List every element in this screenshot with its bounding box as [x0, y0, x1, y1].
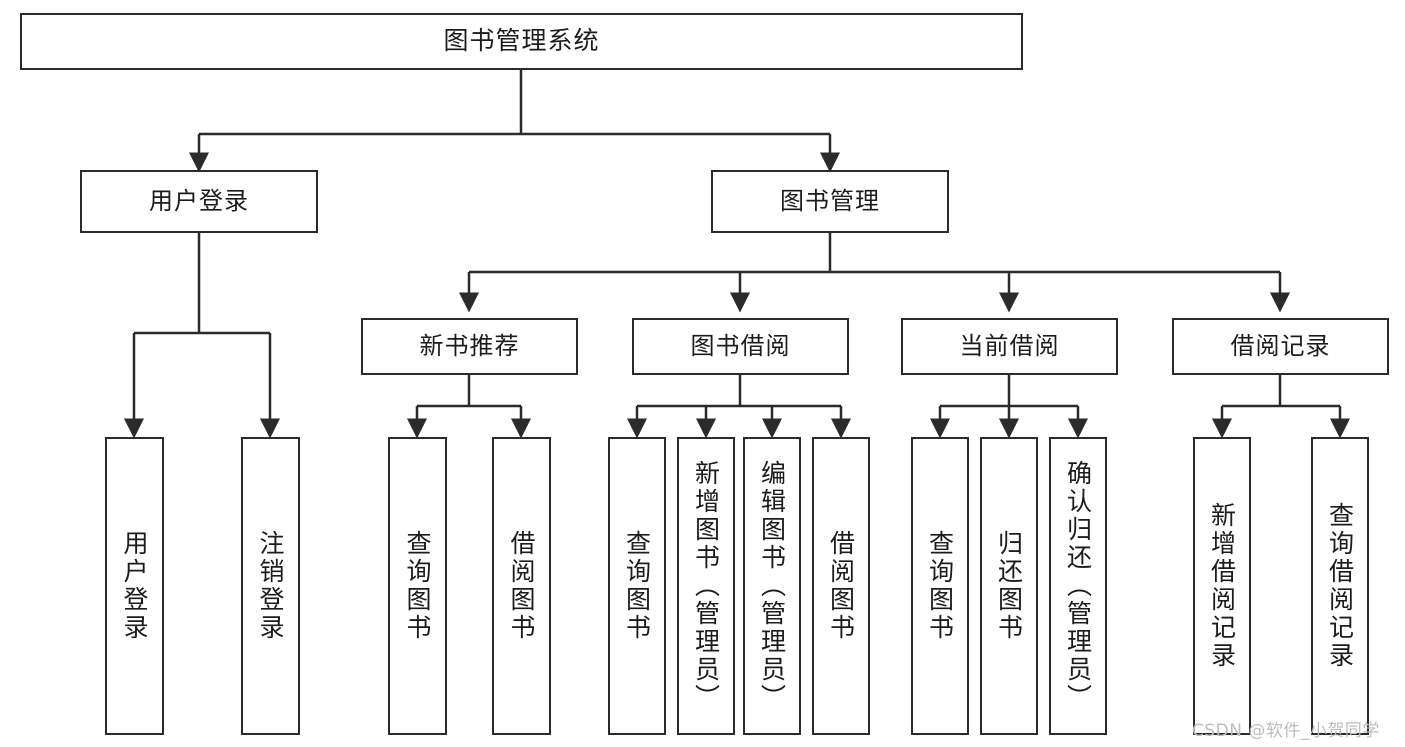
- node-leaf-logout[interactable]: 注销登录: [241, 437, 300, 735]
- csdn-watermark: CSDN @软件_小贺同学: [1192, 721, 1380, 741]
- node-leaf-query-book-recommend[interactable]: 查询图书: [388, 437, 447, 735]
- node-leaf-return-book[interactable]: 归还图书: [980, 437, 1038, 735]
- node-current-borrow[interactable]: 当前借阅: [901, 318, 1118, 375]
- node-leaf-user-login[interactable]: 用户登录: [105, 437, 164, 735]
- node-label: 查询图书: [622, 530, 652, 642]
- node-label: 新增借阅记录: [1207, 502, 1237, 670]
- node-label: 图书管理系统: [443, 26, 600, 56]
- node-label: 当前借阅: [959, 331, 1060, 360]
- node-leaf-borrow-book[interactable]: 借阅图书: [812, 437, 870, 735]
- node-book-management[interactable]: 图书管理: [711, 170, 949, 233]
- node-label: 编辑图书（管理员）: [757, 460, 787, 712]
- node-leaf-query-borrow-record[interactable]: 查询借阅记录: [1311, 437, 1369, 735]
- node-label: 归还图书: [994, 530, 1024, 642]
- node-label: 查询借阅记录: [1325, 502, 1355, 670]
- node-label: 查询图书: [925, 530, 955, 642]
- node-label: 新书推荐: [419, 331, 520, 360]
- node-book-borrow[interactable]: 图书借阅: [632, 318, 849, 375]
- node-label: 图书借阅: [690, 331, 791, 360]
- node-leaf-query-book-borrow[interactable]: 查询图书: [608, 437, 666, 735]
- node-leaf-add-book[interactable]: 新增图书（管理员）: [677, 437, 735, 735]
- node-label: 新增图书（管理员）: [691, 460, 721, 712]
- node-label: 确认归还（管理员）: [1063, 460, 1093, 712]
- node-label: 用户登录: [149, 186, 249, 215]
- node-label: 注销登录: [256, 530, 285, 642]
- node-leaf-add-borrow-record[interactable]: 新增借阅记录: [1193, 437, 1251, 735]
- node-leaf-confirm-return[interactable]: 确认归还（管理员）: [1049, 437, 1107, 735]
- node-label: 借阅记录: [1230, 331, 1331, 360]
- node-label: 图书管理: [780, 186, 880, 215]
- node-borrow-record[interactable]: 借阅记录: [1172, 318, 1389, 375]
- node-label: 借阅图书: [826, 530, 856, 642]
- node-label: 借阅图书: [507, 530, 536, 642]
- node-leaf-query-book-current[interactable]: 查询图书: [911, 437, 969, 735]
- node-new-book-recommend[interactable]: 新书推荐: [361, 318, 578, 375]
- node-label: 用户登录: [120, 530, 149, 642]
- node-leaf-borrow-book-recommend[interactable]: 借阅图书: [492, 437, 551, 735]
- node-leaf-edit-book[interactable]: 编辑图书（管理员）: [743, 437, 801, 735]
- node-label: 查询图书: [403, 530, 432, 642]
- node-user-login[interactable]: 用户登录: [80, 170, 318, 233]
- node-root-book-management-system[interactable]: 图书管理系统: [20, 13, 1023, 70]
